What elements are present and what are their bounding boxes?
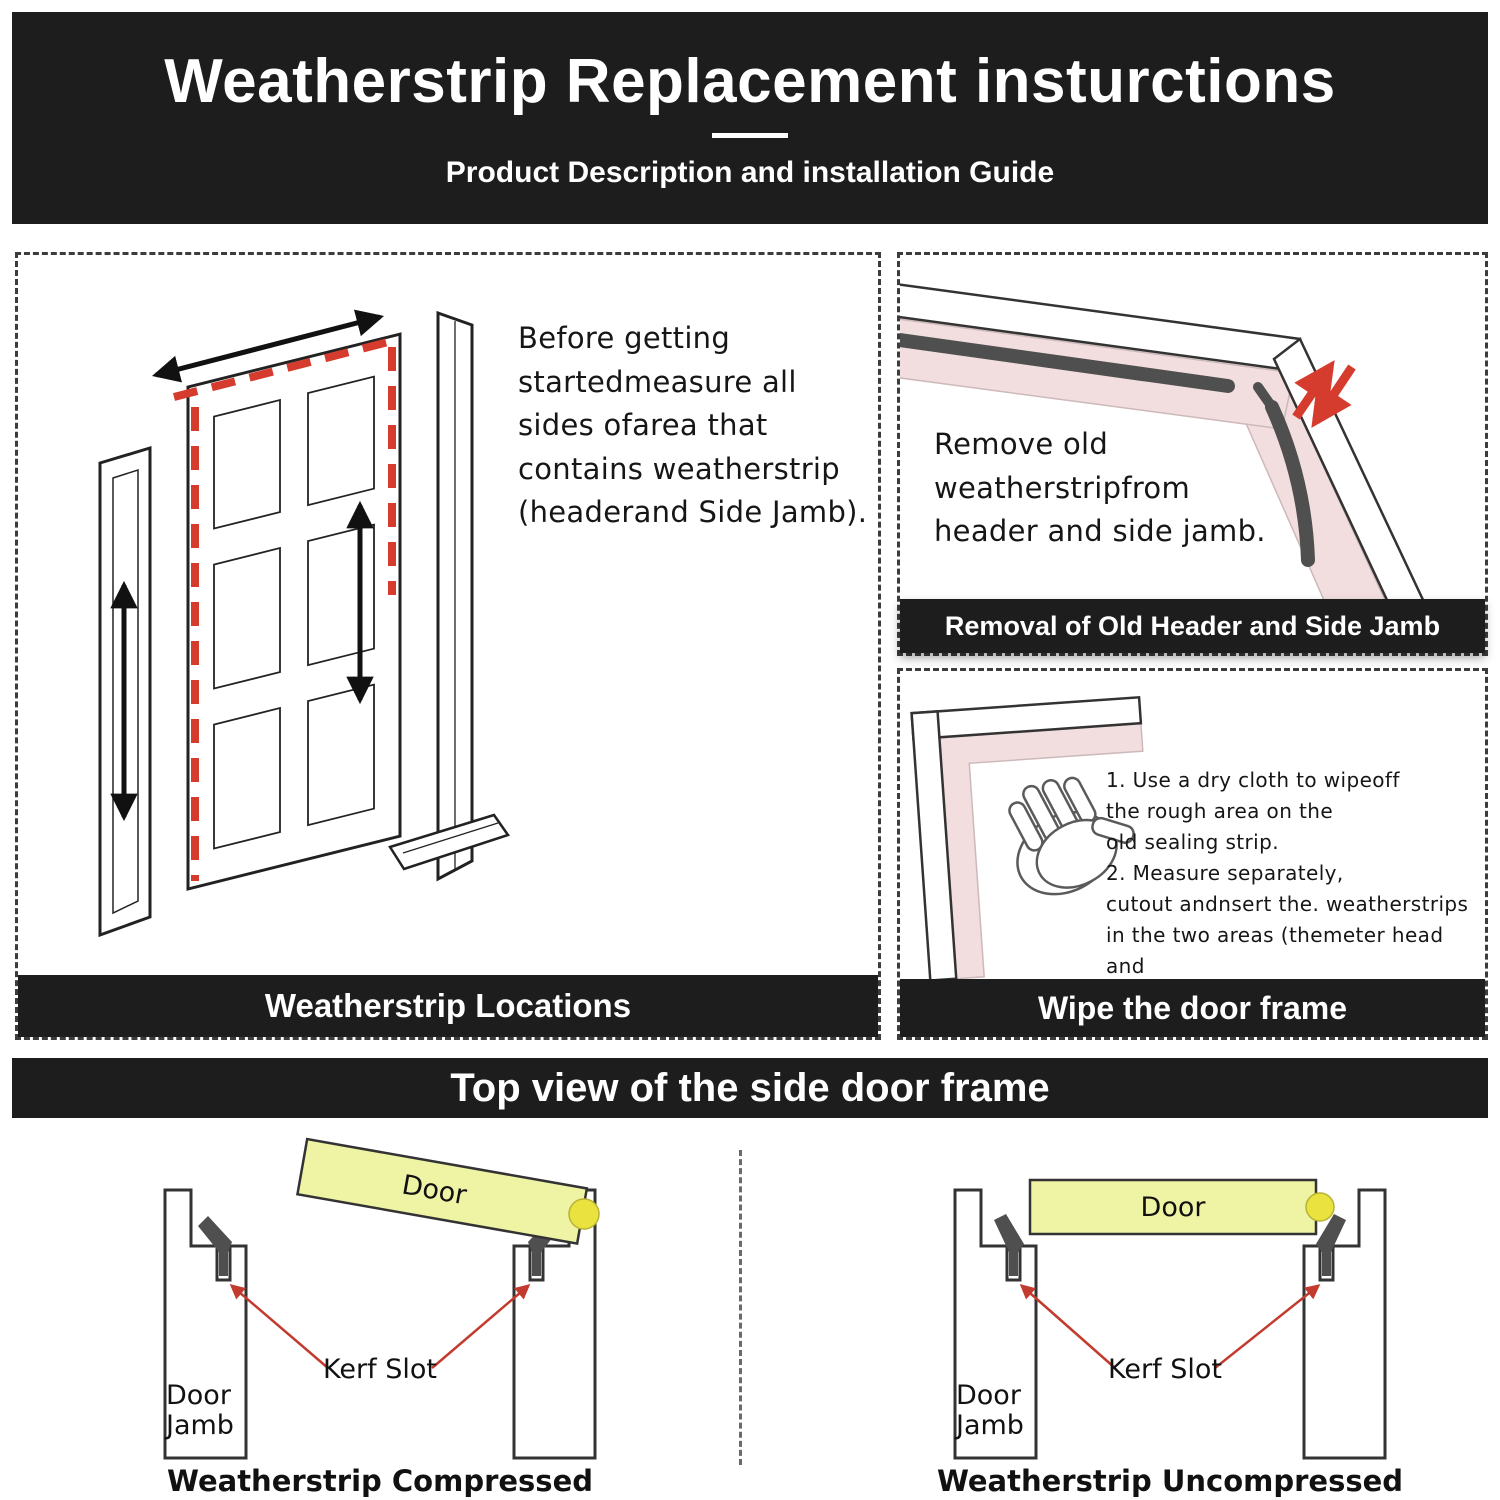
page-subtitle: Product Description and installation Gui… xyxy=(445,156,1055,189)
door-top-view: Door xyxy=(296,1137,589,1246)
left-jamb-profile xyxy=(953,1188,1038,1460)
weatherstrip-left xyxy=(198,1216,232,1276)
header-band: Weatherstrip Replacement insturctions Pr… xyxy=(12,12,1488,224)
kerf-arrow-left xyxy=(229,1284,329,1369)
locations-body-text: Before getting startedmeasure all sides … xyxy=(518,321,868,529)
removal-body-text: Remove old weatherstripfrom header and s… xyxy=(934,427,1266,548)
door-jamb-label-line1: Door xyxy=(956,1380,1022,1411)
door-leaf xyxy=(186,332,402,891)
left-frame-board xyxy=(98,445,152,938)
weatherstrip-route-dashes xyxy=(173,336,397,881)
weatherstrip-right xyxy=(1316,1214,1346,1276)
door-jamb-label-line1: Door xyxy=(166,1380,232,1411)
diagram-divider xyxy=(739,1150,742,1465)
kerf-slot-label: Kerf Slot xyxy=(1108,1354,1222,1385)
caption-uncompressed: Weatherstrip Uncompressed xyxy=(936,1464,1404,1498)
locations-caption-bar: Weatherstrip Locations xyxy=(18,975,878,1037)
door-jamb-label-line2: Jamb xyxy=(164,1410,234,1441)
topview-diagram-compressed: Door Kerf Slot Door Jamb xyxy=(163,1137,600,1460)
door-label: Door xyxy=(1141,1192,1207,1223)
kerf-slot-label: Kerf Slot xyxy=(323,1354,437,1385)
door-jamb-label-line2: Jamb xyxy=(954,1410,1024,1441)
wipe-body-text: 1. Use a dry cloth to wipeoff the rough … xyxy=(1106,768,1469,1009)
panel-wipe: 1. Use a dry cloth to wipeoff the rough … xyxy=(897,668,1488,1040)
hinge-dot xyxy=(1305,1192,1335,1222)
caption-compressed: Weatherstrip Compressed xyxy=(167,1464,593,1498)
topview-band: Top view of the side door frame xyxy=(12,1058,1488,1118)
wipe-caption-bar: Wipe the door frame xyxy=(900,979,1485,1037)
topview-diagram-uncompressed: Door Kerf Slot Door Jamb xyxy=(953,1178,1387,1460)
left-jamb-profile xyxy=(163,1188,248,1460)
threshold xyxy=(388,813,510,871)
panel-weatherstrip-locations: Before getting startedmeasure all sides … xyxy=(15,252,881,1040)
panel-removal: Remove old weatherstripfrom header and s… xyxy=(897,252,1488,656)
title-divider xyxy=(712,133,788,138)
removal-caption-bar: Removal of Old Header and Side Jamb xyxy=(900,599,1485,653)
kerf-arrow-left xyxy=(1019,1284,1116,1369)
door-frame-illustration xyxy=(98,309,510,938)
weatherstrip-left xyxy=(994,1214,1024,1276)
side-jamb-board xyxy=(436,310,474,882)
page-title: Weatherstrip Replacement insturctions xyxy=(164,47,1336,116)
removal-arrows-icon xyxy=(1292,360,1356,428)
right-jamb-profile xyxy=(1302,1188,1387,1460)
kerf-arrow-right xyxy=(1214,1284,1321,1369)
kerf-arrow-right xyxy=(431,1284,531,1369)
measure-arrows-icon xyxy=(110,309,384,822)
door-top-view: Door xyxy=(1028,1178,1318,1236)
hinge-dot xyxy=(568,1198,600,1230)
